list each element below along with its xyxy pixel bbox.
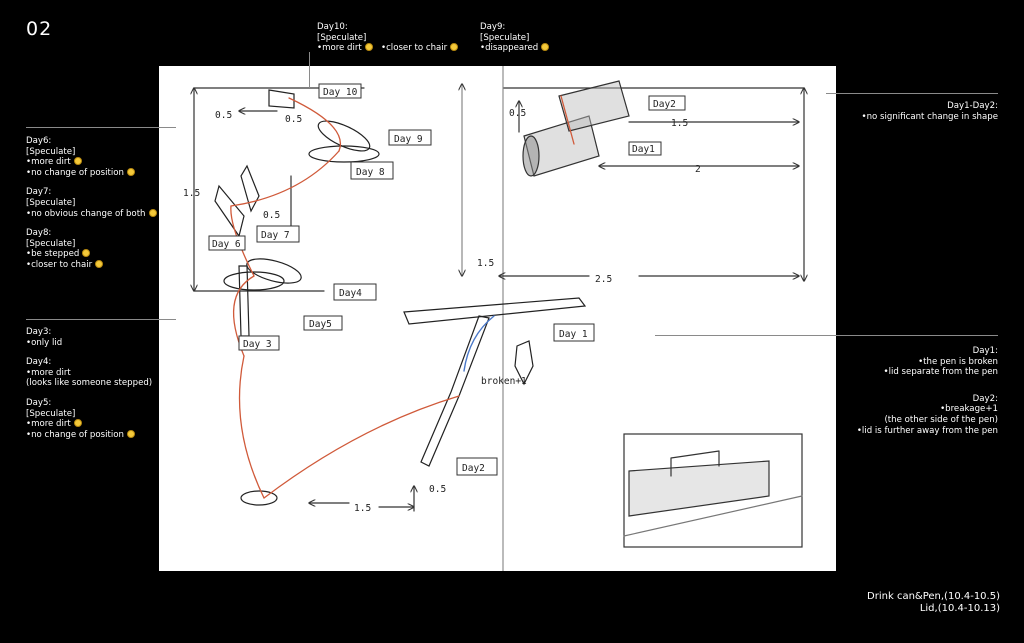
note-day6: Day6: [Speculate] •more dirt •no change … <box>26 136 157 178</box>
leader-day6 <box>26 127 176 128</box>
label-day5: Day5 <box>303 315 343 331</box>
note-day9: Day9: [Speculate] •disappeared <box>480 22 550 54</box>
svg-text:Day 7: Day 7 <box>261 230 290 241</box>
svg-text:Day2: Day2 <box>653 99 676 110</box>
label-day3: Day 3 <box>238 335 280 351</box>
page-number: 02 <box>26 18 53 40</box>
notes-day1-2: Day1: •the pen is broken •lid separate f… <box>857 346 998 445</box>
emoji-icon <box>95 259 104 268</box>
can-path <box>560 95 575 145</box>
measure-label-11: 2.5 <box>595 274 612 285</box>
sketch-sheet: Day 10 Day 9 Day 8 Day 7 Day 6 Day4 Day5… <box>159 66 836 571</box>
note-day5: Day5: [Speculate] •more dirt •no change … <box>26 398 152 440</box>
caption: Drink can&Pen,(10.4-10.5) Lid,(10.4-10.1… <box>867 591 1000 615</box>
label-day9: Day 9 <box>388 129 432 146</box>
measure-label-1: 0.5 <box>215 110 232 121</box>
caption-line-1: Drink can&Pen,(10.4-10.5) <box>867 591 1000 602</box>
movement-path <box>230 97 460 499</box>
svg-text:Day 8: Day 8 <box>356 167 385 178</box>
note-day8: Day8: [Speculate] •be stepped •closer to… <box>26 228 157 270</box>
note-day4: Day4: •more dirt (looks like someone ste… <box>26 357 153 389</box>
measure-label-10: 2 <box>695 164 701 175</box>
measure-label-5: 1.5 <box>354 503 371 514</box>
svg-text:Day 10: Day 10 <box>323 87 358 98</box>
leader-day12 <box>826 93 998 94</box>
note-day3: Day3: •only lid <box>26 327 63 348</box>
leader-day3 <box>26 319 176 320</box>
label-broken: broken+1 <box>481 376 527 387</box>
label-day4: Day4 <box>333 283 377 301</box>
caption-line-2: Lid,(10.4-10.13) <box>919 603 1000 614</box>
svg-text:Day 3: Day 3 <box>243 339 272 350</box>
breakage-path <box>463 315 495 372</box>
svg-text:Day5: Day5 <box>309 319 332 330</box>
emoji-icon <box>126 167 135 176</box>
emoji-icon <box>126 429 135 438</box>
notes-day3-5: Day3: •only lid Day4: •more dirt (looks … <box>26 327 152 449</box>
svg-text:Day2: Day2 <box>462 463 485 474</box>
emoji-icon <box>541 43 550 52</box>
emoji-icon <box>148 208 157 217</box>
note-day1: Day1: •the pen is broken •lid separate f… <box>883 346 998 378</box>
svg-text:Day4: Day4 <box>339 288 362 299</box>
svg-text:Day 6: Day 6 <box>212 239 241 250</box>
measure-label-9: 1.5 <box>671 118 688 129</box>
emoji-icon <box>450 43 459 52</box>
label-day6: Day 6 <box>208 235 246 251</box>
note-day2: Day2: •breakage+1 (the other side of the… <box>856 393 998 436</box>
note-day1-day2: Day1-Day2: •no significant change in sha… <box>861 101 998 122</box>
label-day7: Day 7 <box>256 225 300 243</box>
emoji-icon <box>73 419 82 428</box>
note-day7: Day7: [Speculate] •no obvious change of … <box>26 187 157 219</box>
sketch-drawing: Day 10 Day 9 Day 8 Day 7 Day 6 Day4 Day5… <box>183 66 836 571</box>
leader-day1 <box>655 335 998 336</box>
measure-label-3: 0.5 <box>263 210 280 221</box>
drink-can-sketch <box>522 80 630 177</box>
measure-label-6: 0.5 <box>429 484 446 495</box>
label-day2-can: Day2 <box>648 95 686 111</box>
emoji-icon <box>73 157 82 166</box>
label-day10: Day 10 <box>318 83 362 99</box>
measure-label-4: 1.5 <box>183 188 200 199</box>
svg-text:Day1: Day1 <box>632 144 655 155</box>
svg-text:Day 1: Day 1 <box>559 329 588 340</box>
emoji-icon <box>82 249 91 258</box>
measure-label-7: 1.5 <box>477 258 494 269</box>
note-day10: Day10: [Speculate] •more dirt •closer to… <box>317 22 459 54</box>
notes-day6-8: Day6: [Speculate] •more dirt •no change … <box>26 136 157 280</box>
emoji-icon <box>364 43 373 52</box>
label-day8: Day 8 <box>350 161 394 180</box>
svg-text:Day 9: Day 9 <box>394 134 423 145</box>
leader-day10 <box>309 52 310 88</box>
label-day2: Day2 <box>456 457 498 476</box>
measure-label-2: 0.5 <box>285 114 302 125</box>
label-day1: Day 1 <box>553 323 595 342</box>
label-day1-can: Day1 <box>628 141 662 156</box>
measure-label-8: 0.5 <box>509 108 526 119</box>
chair-thumbnail <box>623 433 803 548</box>
